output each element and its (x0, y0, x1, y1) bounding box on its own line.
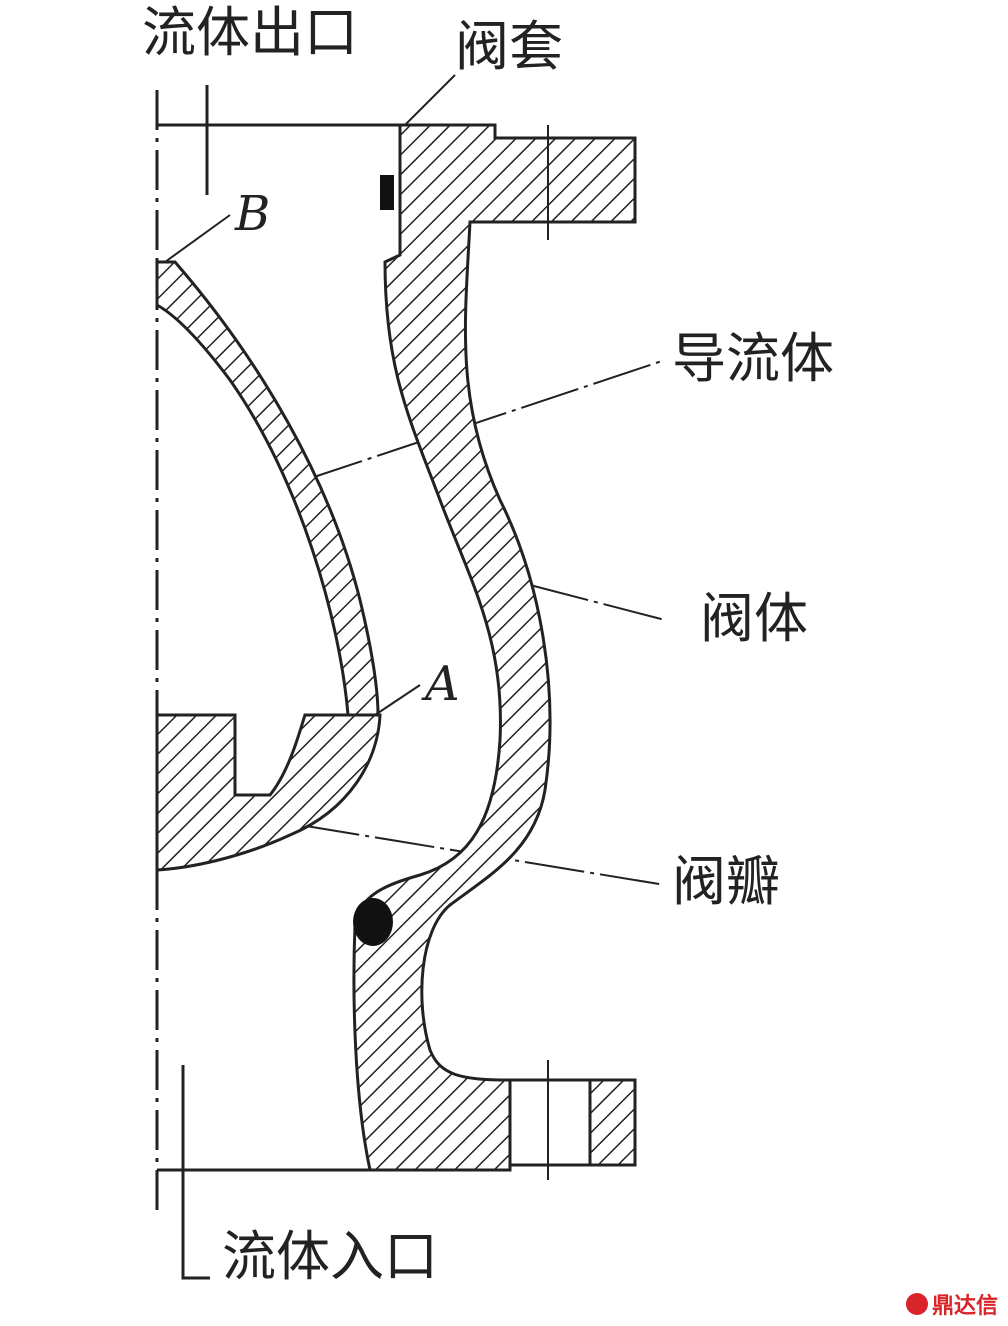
sleeve-seal (380, 175, 394, 210)
watermark: 鼎达信 (905, 1288, 998, 1320)
inlet-label: 流体入口 (222, 1225, 438, 1288)
guide-body (155, 260, 380, 717)
inlet-marker (181, 1065, 210, 1280)
outlet-label: 流体出口 (142, 1, 358, 64)
point-a-label: A (425, 656, 460, 712)
valve-disc (155, 713, 382, 872)
body-leader (529, 584, 666, 621)
lower-flange-outer (588, 1078, 637, 1167)
seat-seal (353, 898, 393, 946)
valve-body (352, 123, 637, 1172)
a-leader (374, 684, 421, 716)
b-leader (164, 214, 231, 263)
body-label: 阀体 (700, 587, 808, 650)
guide-leader (304, 359, 666, 481)
watermark-logo-icon (905, 1293, 928, 1315)
point-b-label: B (235, 186, 271, 242)
bolt-hole (508, 1078, 592, 1167)
sleeve-label: 阀套 (455, 15, 563, 78)
disc-label: 阀瓣 (672, 850, 780, 913)
watermark-text: 鼎达信 (931, 1294, 998, 1319)
sleeve-leader (399, 74, 456, 131)
guide-label: 导流体 (672, 327, 834, 390)
